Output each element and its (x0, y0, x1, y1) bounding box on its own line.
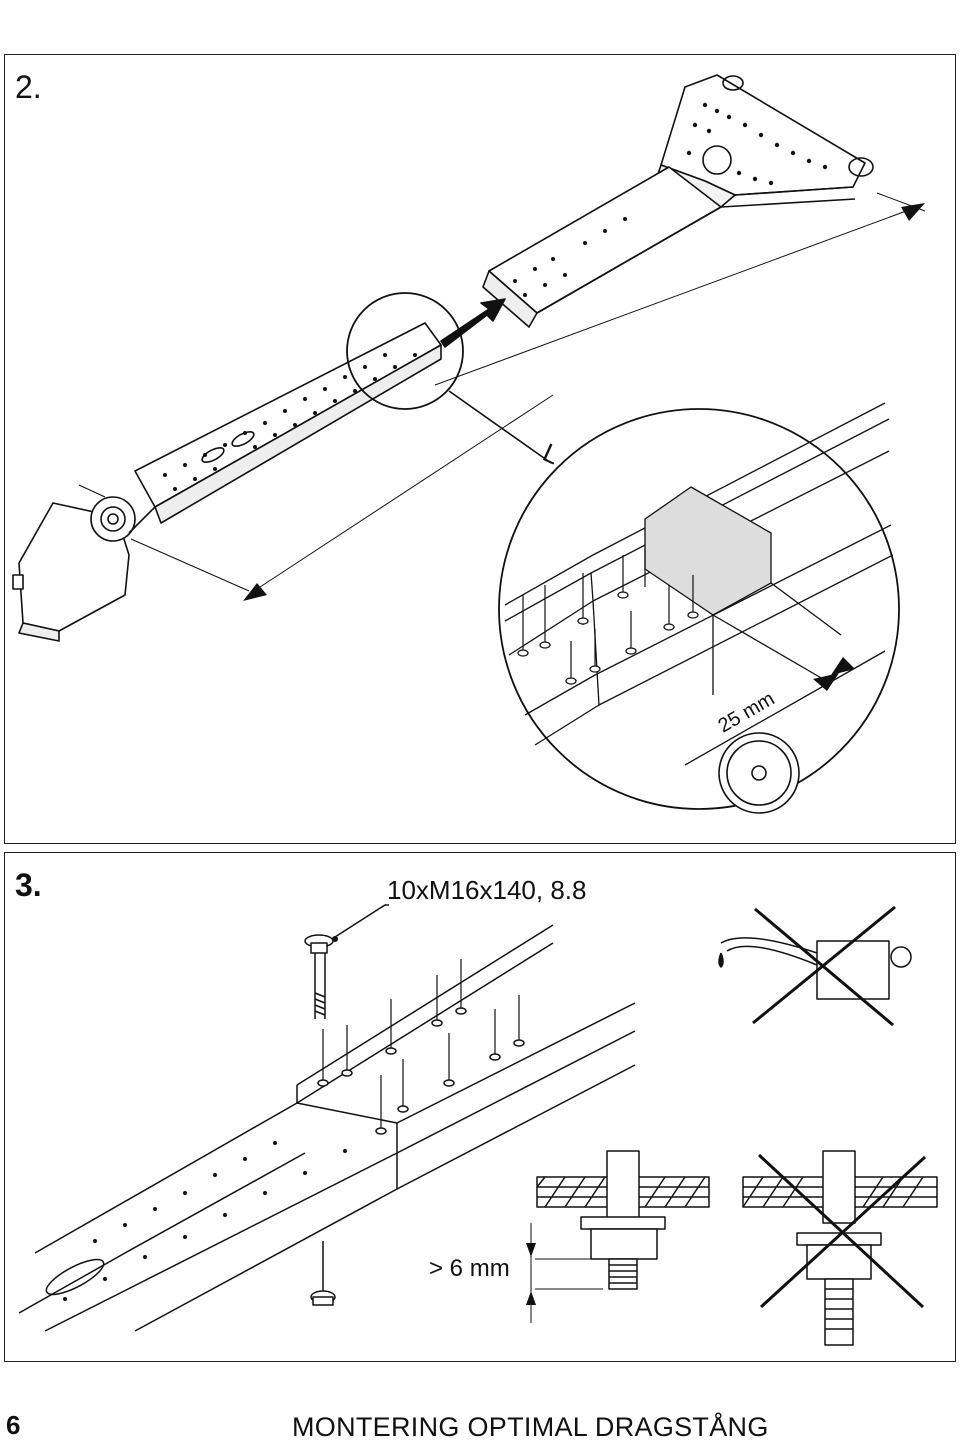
saw-blade-icon (718, 732, 800, 814)
page-number: 6 (6, 1410, 21, 1440)
nut-drawing (310, 1241, 336, 1306)
tube-assembly-drawing (18, 924, 636, 1332)
thread-length-label: > 6 mm (429, 1255, 510, 1282)
dimension-arrowhead-icon (901, 203, 925, 221)
incorrect-thread-detail (742, 1150, 938, 1346)
drawbar-assembly-illustration: 25 mm L (12, 74, 926, 814)
step-3-label: 3. (15, 867, 42, 903)
page-footer-title: MONTERING OPTIMAL DRAGSTÅNG (292, 1412, 769, 1442)
step-3-panel: 3. 10xM16x140, 8.8 > 6 mm (4, 852, 956, 1362)
coupling-head-drawing (12, 496, 156, 642)
no-lubrication-icon (718, 905, 912, 1027)
bolt-mounting-illustration (18, 904, 938, 1346)
outer-tube-drawing (482, 166, 722, 328)
step-2-panel: 2. (4, 54, 956, 844)
insertion-arrow (440, 298, 506, 348)
step-2-label: 2. (15, 69, 42, 105)
correct-thread-detail (526, 1150, 710, 1323)
bolt-drawing (304, 934, 334, 1019)
bolt-spec-label: 10xM16x140, 8.8 (387, 875, 587, 905)
inner-tube-drawing (134, 322, 442, 524)
